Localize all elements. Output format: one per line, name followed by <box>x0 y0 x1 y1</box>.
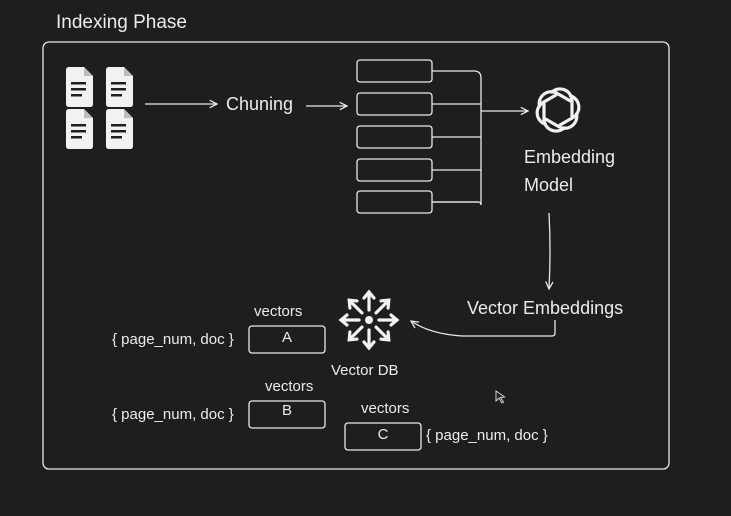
vector-db-icon <box>338 289 400 351</box>
documents-group <box>66 67 133 149</box>
arrow-embeddings-to-db <box>411 320 556 337</box>
phase-frame <box>42 41 670 470</box>
metadata-label-a: { page_num, doc } <box>112 331 234 348</box>
embedding-model-label-line1: Embedding <box>524 147 616 167</box>
chunk-box <box>356 92 433 116</box>
chunk-connectors <box>432 70 482 206</box>
vector-letter-a: A <box>281 329 292 346</box>
chunk-box <box>356 125 433 149</box>
chunks-group <box>356 59 433 214</box>
document-icon <box>106 109 133 149</box>
chunking-label: Chuning <box>226 94 294 114</box>
metadata-label-b: { page_num, doc } <box>112 406 234 423</box>
openai-logo-icon <box>535 87 581 133</box>
metadata-label-c: { page_num, doc } <box>426 427 548 444</box>
vector-letter-b: B <box>281 402 292 419</box>
vector-box-c <box>344 422 422 451</box>
vectors-header-c: vectors <box>361 400 410 417</box>
cursor-icon <box>495 390 506 404</box>
vector-box-b <box>248 400 326 429</box>
page-title: Indexing Phase <box>56 12 187 33</box>
chunk-box <box>356 190 433 214</box>
vector-letter-c: C <box>377 426 389 443</box>
document-icon <box>106 67 133 107</box>
arrow-model-to-embeddings <box>549 212 550 289</box>
vector-box-a <box>248 325 326 354</box>
vectors-header-a: vectors <box>254 303 303 320</box>
document-icon <box>66 109 93 149</box>
vectors-header-b: vectors <box>265 378 314 395</box>
chunk-box <box>356 158 433 182</box>
vector-embeddings-label: Vector Embeddings <box>467 298 624 318</box>
document-icon <box>66 67 93 107</box>
embedding-model-label-line2: Model <box>524 175 574 195</box>
vector-db-label: Vector DB <box>331 362 399 379</box>
chunk-box <box>356 59 433 83</box>
